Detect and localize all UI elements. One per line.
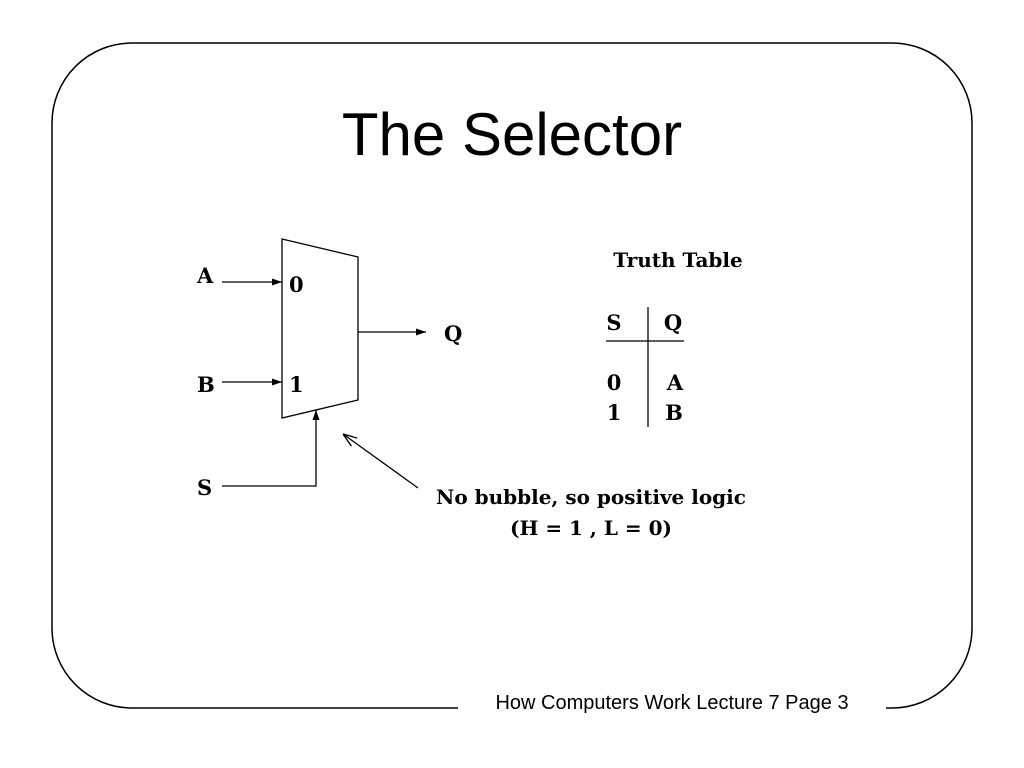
wire-s [222,410,320,487]
note-arrow [343,434,419,489]
input-b-label: B [197,372,215,397]
output-q-label: Q [444,321,462,346]
slide-footer: How Computers Work Lecture 7 Page 3 [458,690,886,716]
truth-table-title: Truth Table [613,248,742,272]
select-s-label: S [197,475,212,500]
mux-body [281,238,359,419]
truth-table-header-s: S [606,310,621,335]
note-line-2: (H = 1 , L = 0) [510,516,672,540]
truth-table-cell: 0 [607,370,622,395]
port-0-label: 0 [289,272,304,297]
slide-title: The Selector [341,101,683,168]
port-1-label: 1 [289,372,304,397]
input-a-label: A [196,263,214,288]
truth-table-cell: B [665,400,683,425]
truth-table-cell: 1 [607,400,622,425]
truth-table-cell: A [666,370,684,395]
note-line-1: No bubble, so positive logic [436,485,746,509]
truth-table-header-q: Q [664,310,682,335]
